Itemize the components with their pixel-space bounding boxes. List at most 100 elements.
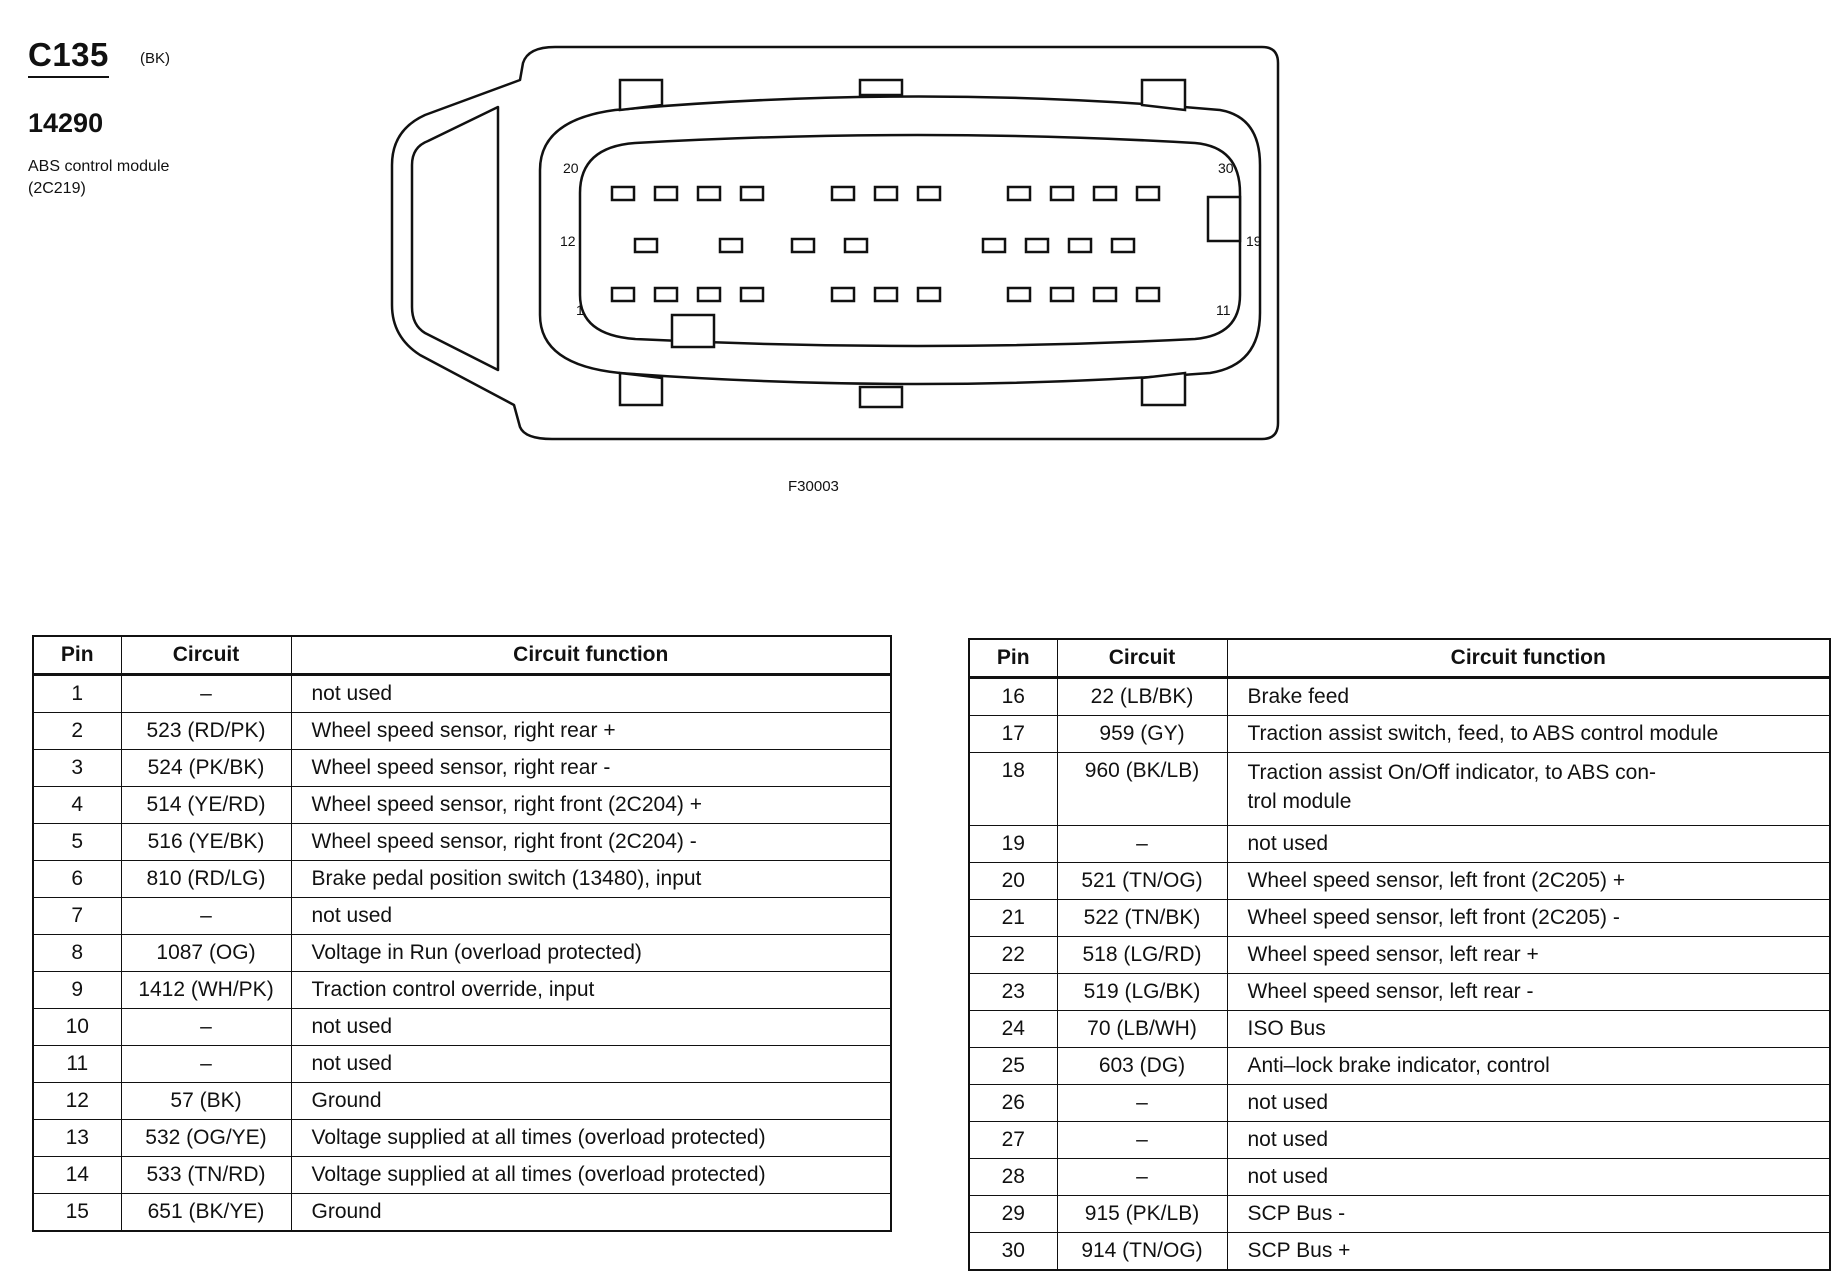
connector-bottom-key-left [618, 371, 664, 407]
function-cell: Wheel speed sensor, left rear + [1226, 936, 1831, 974]
function-cell: Wheel speed sensor, right rear - [290, 749, 892, 787]
circuit-cell: 960 (BK/LB) [1056, 752, 1228, 826]
terminal-cavity [830, 185, 856, 202]
terminal-cavity [633, 237, 659, 254]
function-cell: Anti–lock brake indicator, control [1226, 1047, 1831, 1085]
pin-cell: 16 [968, 677, 1058, 716]
function-cell: Wheel speed sensor, right rear + [290, 712, 892, 750]
terminal-cavity [873, 185, 899, 202]
table-row: 26–not used [968, 1084, 1831, 1122]
terminal-cavity [981, 237, 1007, 254]
terminal-cavity [1135, 185, 1161, 202]
terminal-cavity [916, 286, 942, 303]
header-function: Circuit function [1226, 638, 1831, 679]
pin-cell: 17 [968, 715, 1058, 753]
pin-cell: 19 [968, 825, 1058, 863]
circuit-cell: – [120, 1008, 292, 1046]
module-name: ABS control module [28, 158, 170, 175]
pin-label-19: 19 [1246, 233, 1262, 249]
header-function: Circuit function [290, 635, 892, 676]
terminal-cavity [1024, 237, 1050, 254]
function-cell: Traction assist On/Off indicator, to ABS… [1226, 752, 1831, 826]
function-cell: not used [290, 1008, 892, 1046]
pin-cell: 28 [968, 1158, 1058, 1196]
circuit-cell: – [1056, 825, 1228, 863]
pin-cell: 4 [32, 786, 122, 824]
function-cell: not used [290, 674, 892, 713]
pin-label-1: 1 [576, 302, 584, 318]
connector-top-key-left [618, 78, 664, 112]
pin-cell: 6 [32, 860, 122, 898]
connector-id: C135 [28, 37, 109, 78]
terminal-cavity [696, 185, 722, 202]
pin-cell: 15 [32, 1193, 122, 1232]
terminal-cavity [653, 185, 679, 202]
table-row: 27–not used [968, 1121, 1831, 1159]
pin-cell: 20 [968, 862, 1058, 900]
circuit-cell: – [1056, 1084, 1228, 1122]
pin-cell: 1 [32, 674, 122, 713]
terminal-cavity [1135, 286, 1161, 303]
connector-outer-shell [390, 45, 1280, 441]
connector-mid-shell [538, 95, 1262, 386]
terminal-cavity [739, 286, 765, 303]
terminal-cavity [830, 286, 856, 303]
circuit-cell: 1412 (WH/PK) [120, 971, 292, 1009]
function-cell: Wheel speed sensor, left rear - [1226, 973, 1831, 1011]
circuit-cell: 57 (BK) [120, 1082, 292, 1120]
connector-color-code: (BK) [140, 50, 170, 67]
pin-cell: 27 [968, 1121, 1058, 1159]
function-cell: SCP Bus + [1226, 1232, 1831, 1271]
circuit-cell: 533 (TN/RD) [120, 1156, 292, 1194]
circuit-cell: 915 (PK/LB) [1056, 1195, 1228, 1233]
pin-cell: 11 [32, 1045, 122, 1083]
circuit-cell: 519 (LG/BK) [1056, 973, 1228, 1011]
function-line-1: Traction assist On/Off indicator, to ABS… [1247, 761, 1657, 784]
terminal-cavity [873, 286, 899, 303]
function-cell: Voltage supplied at all times (overload … [290, 1119, 892, 1157]
connector-top-key-right [1140, 78, 1187, 112]
header-circuit: Circuit [1056, 638, 1228, 679]
function-cell: Voltage supplied at all times (overload … [290, 1156, 892, 1194]
figure-code: F30003 [788, 478, 839, 495]
table-header-row: Pin Circuit Circuit function [968, 638, 1831, 679]
table-header-row: Pin Circuit Circuit function [32, 635, 892, 676]
function-cell: not used [1226, 1084, 1831, 1122]
function-cell: Wheel speed sensor, left front (2C205) + [1226, 862, 1831, 900]
connector-polarization-key-bottom [670, 313, 716, 349]
pin-cell: 3 [32, 749, 122, 787]
circuit-cell: 959 (GY) [1056, 715, 1228, 753]
circuit-cell: – [1056, 1121, 1228, 1159]
table-row: 7–not used [32, 897, 892, 935]
pin-cell: 25 [968, 1047, 1058, 1085]
terminal-cavity [718, 237, 744, 254]
terminal-cavity [916, 185, 942, 202]
pin-cell: 5 [32, 823, 122, 861]
circuit-cell: 914 (TN/OG) [1056, 1232, 1228, 1271]
connector-side-latch [410, 105, 500, 372]
function-cell: Wheel speed sensor, left front (2C205) - [1226, 899, 1831, 937]
terminal-cavity [1049, 185, 1075, 202]
terminal-cavity [696, 286, 722, 303]
pin-cell: 14 [32, 1156, 122, 1194]
function-cell: Ground [290, 1193, 892, 1232]
circuit-cell: 523 (RD/PK) [120, 712, 292, 750]
terminal-cavity [610, 185, 636, 202]
terminal-cavity [1006, 286, 1032, 303]
pin-cell: 23 [968, 973, 1058, 1011]
table-row: 28–not used [968, 1158, 1831, 1196]
